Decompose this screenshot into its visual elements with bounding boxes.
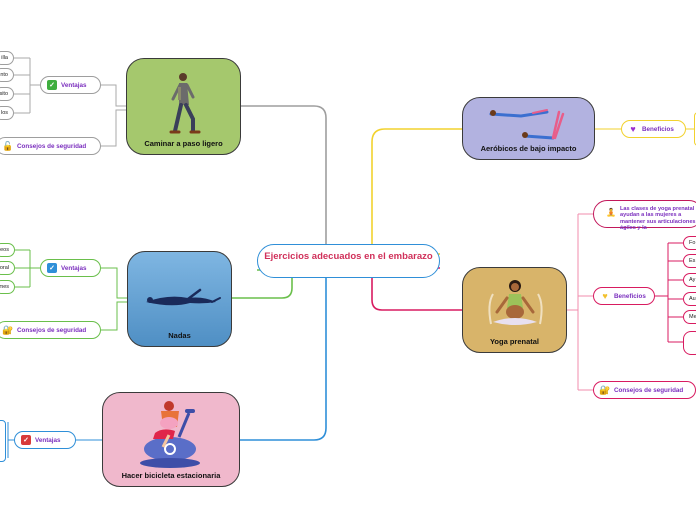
walk-leaf-2-text: nto — [0, 72, 8, 78]
aero-beneficios-label: Beneficios — [642, 125, 674, 133]
swim-consejos-pill[interactable]: 🔐 Consejos de seguridad — [0, 321, 101, 339]
yoga-leaf-2[interactable]: Es — [683, 254, 696, 268]
topic-yoga[interactable]: Yoga prenatal — [462, 267, 567, 353]
link-yoga-sub — [567, 213, 593, 391]
check-icon: ✓ — [21, 435, 31, 445]
walk-ventajas-label: Ventajas — [61, 81, 87, 89]
yoga-consejos-pill[interactable]: 🔐 Consejos de seguridad — [593, 381, 696, 399]
yoga-leaf-5-text: Me — [689, 314, 696, 320]
walking-person-icon — [169, 73, 201, 134]
swim-leaf-3-text: mes — [0, 284, 9, 290]
yoga-beneficios-label: Beneficios — [614, 292, 646, 300]
topic-swimming[interactable]: Nadas — [127, 251, 232, 347]
meditation-icon: 🧘 — [606, 208, 616, 217]
topic-aerobics[interactable]: Aeróbicos de bajo impacto — [462, 97, 595, 160]
aero-beneficios-pill[interactable]: ♥ Beneficios — [621, 120, 686, 138]
yoga-leaf-1-text: Fo — [689, 240, 696, 246]
walk-leaf-4[interactable]: los — [0, 106, 14, 120]
central-topic-label: Ejercicios adecuados en el embarazo — [264, 251, 433, 262]
topic-yoga-label: Yoga prenatal — [489, 337, 540, 346]
yoga-leaf-2-text: Es — [689, 258, 696, 264]
link-walk-leaves — [14, 57, 40, 114]
heart-icon: ♥ — [630, 124, 636, 134]
swimmer-icon — [146, 288, 221, 306]
swim-ventajas-pill[interactable]: ✓ Ventajas — [40, 259, 101, 277]
check-icon: ✓ — [47, 80, 57, 90]
topic-swimming-label: Nadas — [168, 331, 191, 340]
link-walk-consejos — [101, 109, 126, 147]
link-yoga-leaves — [655, 242, 683, 343]
topic-bike-label: Hacer bicicleta estacionaria — [121, 471, 221, 480]
lock-icon: 🔐 — [599, 384, 611, 395]
yoga-leaf-3[interactable]: Ay — [683, 273, 696, 287]
heart-icon: ♥ — [602, 291, 608, 301]
bike-ventajas-pill[interactable]: ✓ Ventajas — [14, 431, 76, 449]
swim-leaf-2-text: oral — [0, 265, 9, 271]
walk-leaf-3[interactable]: sito — [0, 87, 14, 101]
yoga-leaf-4-text: Au — [689, 296, 696, 302]
central-topic[interactable]: Ejercicios adecuados en el embarazo — [257, 244, 440, 278]
yoga-leaf-5[interactable]: Me — [683, 310, 696, 324]
walk-leaf-2[interactable]: nto — [0, 68, 14, 82]
yoga-note[interactable]: 🧘 Las clases de yoga prenatal ayudan a l… — [593, 200, 696, 232]
link-center-walk — [241, 105, 327, 261]
link-center-bike — [240, 262, 327, 441]
bike-leaf-box[interactable] — [0, 420, 6, 462]
swim-consejos-label: Consejos de seguridad — [17, 326, 87, 334]
swim-leaf-1-text: eos — [0, 247, 9, 253]
swim-leaf-1[interactable]: eos — [0, 243, 15, 257]
topic-walking[interactable]: Caminar a paso ligero — [126, 58, 241, 155]
link-swim-ventajas — [101, 267, 127, 299]
walk-consejos-pill[interactable]: 🔓 Consejos de seguridad — [0, 137, 101, 155]
bike-ventajas-label: Ventajas — [35, 436, 61, 444]
walk-consejos-label: Consejos de seguridad — [17, 142, 87, 150]
walk-leaf-1[interactable]: illa — [0, 51, 14, 65]
swim-leaf-3[interactable]: mes — [0, 280, 15, 294]
link-swim-consejos — [101, 301, 127, 331]
yoga-leaf-1[interactable]: Fo — [683, 236, 696, 250]
walk-leaf-4-text: los — [0, 110, 8, 116]
link-walk-ventajas — [101, 84, 126, 107]
stationary-bike-icon — [140, 401, 200, 468]
lock-icon: 🔓 — [2, 140, 14, 151]
link-bike-leaves — [7, 422, 14, 458]
yoga-beneficios-pill[interactable]: ♥ Beneficios — [593, 287, 655, 305]
walk-ventajas-pill[interactable]: ✓ Ventajas — [40, 76, 101, 94]
swim-leaf-2[interactable]: oral — [0, 261, 15, 275]
check-icon: ✓ — [47, 263, 57, 273]
link-center-aero — [371, 128, 462, 255]
yoga-consejos-label: Consejos de seguridad — [614, 386, 684, 394]
swim-ventajas-label: Ventajas — [61, 264, 87, 272]
yoga-note-text: Las clases de yoga prenatal ayudan a las… — [620, 206, 696, 232]
link-swim-leaves — [15, 249, 40, 288]
exercising-women-icon — [489, 109, 565, 140]
walk-leaf-1-text: illa — [1, 55, 8, 61]
yoga-leaf-4[interactable]: Au — [683, 292, 696, 306]
link-center-swim — [232, 269, 293, 299]
meditating-woman-icon — [488, 280, 543, 325]
topic-walking-label: Caminar a paso ligero — [144, 139, 223, 148]
yoga-leaf-3-text: Ay — [689, 277, 696, 283]
walk-leaf-3-text: sito — [0, 91, 8, 97]
link-center-yoga — [371, 267, 462, 311]
lock-icon: 🔐 — [2, 324, 14, 335]
topic-aerobics-label: Aeróbicos de bajo impacto — [480, 144, 577, 153]
topic-bike[interactable]: Hacer bicicleta estacionaria — [102, 392, 240, 487]
yoga-leaf-6[interactable] — [683, 331, 696, 355]
